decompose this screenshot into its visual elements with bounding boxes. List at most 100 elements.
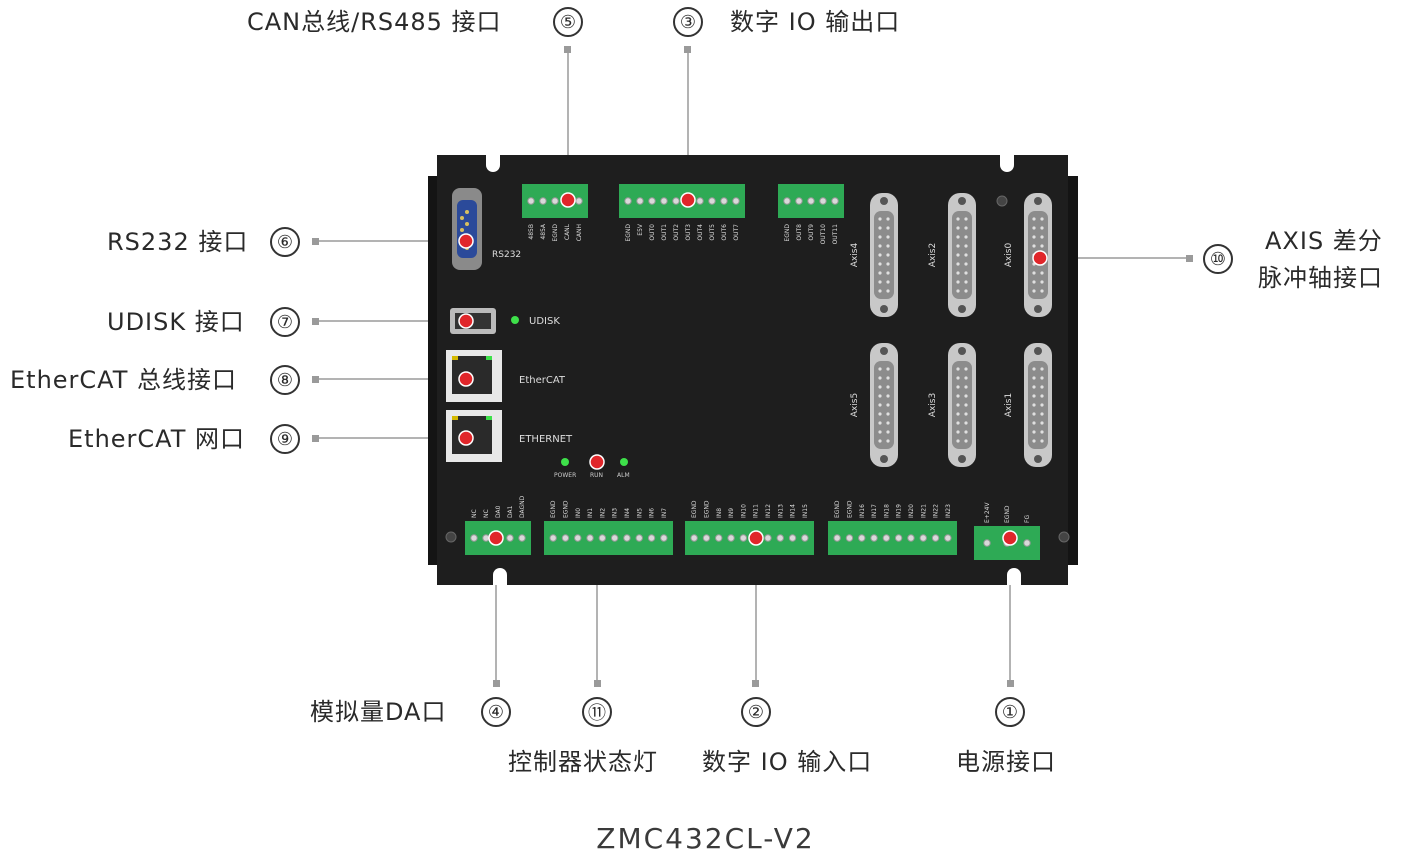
digital-in3-terminal-pin-label: IN19 xyxy=(896,504,903,518)
digital-in3-terminal-pin-label: IN18 xyxy=(883,504,890,518)
digital-out2-terminal-pin-label: OUT9 xyxy=(808,224,815,241)
label-status-led: 控制器状态灯 xyxy=(508,748,658,776)
label-ethercat-bus: EtherCAT 总线接口 xyxy=(10,366,238,394)
label-digital-out: 数字 IO 输出口 xyxy=(730,8,901,36)
can-rs485-terminal-pin-label: CANH xyxy=(576,224,583,241)
rs232-label: RS232 xyxy=(492,250,521,260)
can-rs485-terminal-pin-label: 485B xyxy=(528,224,535,240)
digital-in3-terminal-pin-label: IN16 xyxy=(859,504,866,518)
led-label-run: RUN xyxy=(590,472,603,479)
can-rs485-terminal-pin-label: EGND xyxy=(552,224,559,242)
digital-in2-terminal-pin-label: IN10 xyxy=(740,504,747,518)
digital-out2-terminal-pin-label: OUT8 xyxy=(796,224,803,241)
axis-connector: Axis1 xyxy=(1004,343,1052,467)
digital-in1-terminal-pin-label: IN1 xyxy=(587,508,594,518)
ethernet-port xyxy=(446,410,502,462)
digital-out2-terminal-pin-label: OUT11 xyxy=(832,224,839,245)
digital-out-terminal-pin-label: OUT7 xyxy=(733,224,740,241)
digital-in1-terminal-pin-label: IN5 xyxy=(636,508,643,518)
digital-in3-terminal-pin-label: IN21 xyxy=(920,504,927,518)
digital-in3-terminal-pin-label: IN17 xyxy=(871,504,878,518)
label-digital-in: 数字 IO 输入口 xyxy=(702,748,873,776)
digital-in1-terminal-pin-label: IN0 xyxy=(575,508,582,518)
model-name: ZMC432CL-V2 xyxy=(596,822,815,855)
analog-da-terminal-pin-label: NC xyxy=(471,509,478,518)
digital-in1-terminal-pin-label: IN6 xyxy=(649,508,656,518)
digital-out-terminal-pin-label: E5V xyxy=(637,223,644,236)
number-10: ⑩ xyxy=(1203,244,1233,274)
number-2: ② xyxy=(741,697,771,727)
can-rs485-terminal-pin-label: 485A xyxy=(540,223,547,239)
red-markers xyxy=(458,192,1048,546)
can-rs485-terminal-pin-label: CANL xyxy=(564,223,571,240)
digital-in2-terminal-pin-label: IN12 xyxy=(765,504,772,518)
number-6: ⑥ xyxy=(270,227,300,257)
digital-in1-terminal-pin-label: EGND xyxy=(550,500,557,518)
axis-label: Axis1 xyxy=(1004,393,1014,417)
ethercat-port xyxy=(446,350,502,402)
label-axis-line1: AXIS 差分 xyxy=(1265,227,1383,255)
digital-in1-terminal-pin-label: IN2 xyxy=(599,508,606,518)
led-label-power: POWER xyxy=(554,472,576,479)
digital-in3-terminal: EGND EGND IN16 IN17 IN18 IN19 IN20 IN21 IN22 IN23 xyxy=(828,500,957,555)
analog-da-terminal-pin-label: DA1 xyxy=(507,505,514,518)
digital-out-terminal-pin-label: OUT5 xyxy=(709,224,716,241)
ethercat-label: EtherCAT xyxy=(519,375,566,386)
axis-connector: Axis5 xyxy=(850,343,898,467)
axis-connector: Axis2 xyxy=(928,193,976,317)
label-ethercat-net: EtherCAT 网口 xyxy=(68,425,246,453)
digital-in2-terminal-pin-label: EGND xyxy=(691,500,698,518)
digital-in2-terminal-pin-label: IN9 xyxy=(728,508,735,518)
number-4: ④ xyxy=(481,697,511,727)
axis-connector: Axis3 xyxy=(928,343,976,467)
led-label-alm: ALM xyxy=(617,472,630,479)
digital-in3-terminal-pin-label: IN20 xyxy=(908,504,915,518)
digital-in1-terminal-pin-label: IN4 xyxy=(624,508,631,518)
analog-da-terminal-pin-label: DAGND xyxy=(519,495,526,518)
power-terminal-pin-label: E+24V xyxy=(984,502,991,523)
digital-in2-terminal-pin-label: EGND xyxy=(703,500,710,518)
power-terminal-pin-label: EGND xyxy=(1004,505,1011,523)
axis-label: Axis0 xyxy=(1004,243,1014,268)
digital-in1-terminal-pin-label: EGND xyxy=(562,500,569,518)
axis-label: Axis2 xyxy=(928,243,938,267)
analog-da-terminal-pin-label: DA0 xyxy=(495,505,502,518)
udisk-led xyxy=(511,316,519,324)
label-can-rs485: CAN总线/RS485 接口 xyxy=(247,8,502,36)
label-analog-da: 模拟量DA口 xyxy=(310,698,447,726)
label-axis-line2: 脉冲轴接口 xyxy=(1258,264,1383,292)
axis-connector: Axis4 xyxy=(850,193,898,317)
digital-in3-terminal-pin-label: EGND xyxy=(846,500,853,518)
digital-in2-terminal-pin-label: IN8 xyxy=(716,508,723,518)
digital-in2-terminal-pin-label: IN13 xyxy=(777,504,784,518)
digital-out2-terminal-pin-label: EGND xyxy=(784,224,791,242)
digital-in1-terminal-pin-label: IN7 xyxy=(661,508,668,518)
number-3: ③ xyxy=(673,7,703,37)
number-1: ① xyxy=(995,697,1025,727)
digital-out2-terminal-pin-label: OUT10 xyxy=(820,224,827,245)
digital-in2-terminal-pin-label: IN11 xyxy=(753,504,760,518)
digital-out-terminal-pin-label: OUT3 xyxy=(685,224,692,241)
digital-in3-terminal-pin-label: IN23 xyxy=(945,504,952,518)
digital-in2-terminal-pin-label: IN15 xyxy=(802,504,809,518)
digital-in3-terminal-pin-label: EGND xyxy=(834,500,841,518)
axis-label: Axis5 xyxy=(850,393,860,417)
digital-out2-terminal: EGND OUT8 OUT9 OUT10 OUT11 xyxy=(778,184,844,244)
analog-da-terminal-pin-label: NC xyxy=(483,509,490,518)
number-8: ⑧ xyxy=(270,365,300,395)
number-11: ⑪ xyxy=(582,697,612,727)
label-udisk: UDISK 接口 xyxy=(107,308,245,336)
udisk-label: UDISK xyxy=(529,316,560,327)
digital-in2-terminal-pin-label: IN14 xyxy=(790,504,797,518)
digital-out-terminal-pin-label: OUT1 xyxy=(661,224,668,241)
can-rs485-terminal: 485B 485A EGND CANL CANH xyxy=(522,184,588,242)
digital-out-terminal-pin-label: OUT4 xyxy=(697,224,704,241)
digital-out-terminal-pin-label: OUT6 xyxy=(721,224,728,241)
digital-in3-terminal-pin-label: IN22 xyxy=(933,504,940,518)
label-power: 电源接口 xyxy=(956,748,1056,776)
